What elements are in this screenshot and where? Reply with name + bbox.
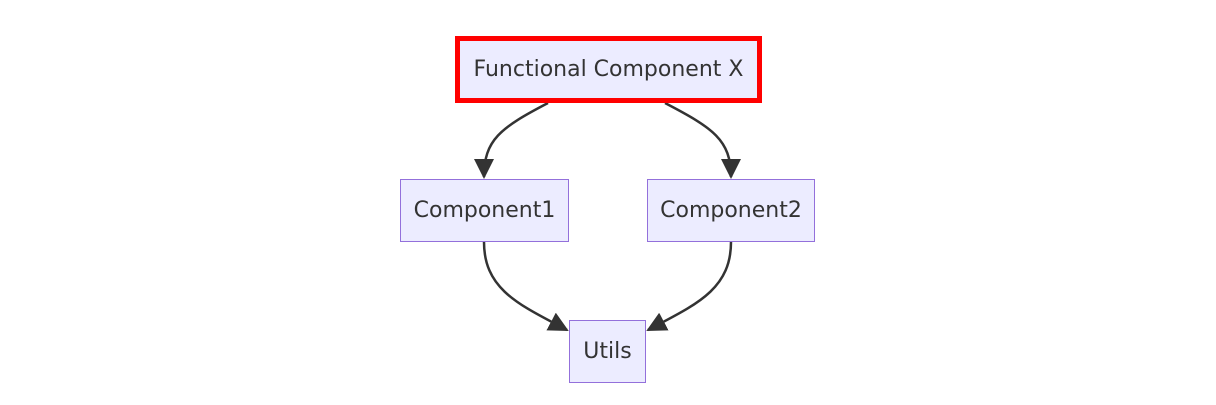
node-label: Component1 [413, 198, 556, 223]
edge-component1-to-utils [482, 241, 569, 332]
edge-x-to-component2 [664, 101, 741, 179]
node-label: Utils [583, 339, 632, 364]
node-label: Functional Component X [473, 57, 744, 82]
node-label: Component2 [660, 198, 802, 223]
edge-component2-to-utils [646, 241, 733, 332]
node-functional-component-x: Functional Component X [455, 36, 762, 103]
node-utils: Utils [569, 320, 646, 383]
node-component2: Component2 [647, 179, 815, 242]
node-component1: Component1 [400, 179, 569, 242]
edge-x-to-component1 [474, 101, 549, 179]
